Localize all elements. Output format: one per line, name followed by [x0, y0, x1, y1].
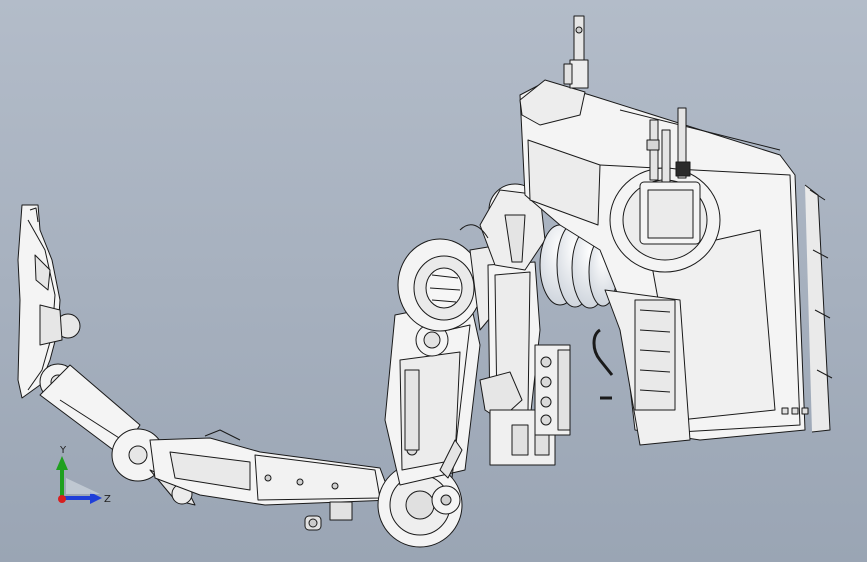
head-pod[interactable] [519, 15, 589, 126]
z-axis-head [90, 492, 102, 504]
z-axis-label: Z [104, 494, 111, 505]
lower-arm[interactable] [149, 429, 393, 531]
rotary-actuator[interactable] [609, 107, 721, 273]
elbow-wheel[interactable] [377, 462, 463, 548]
cable-block[interactable] [534, 344, 571, 436]
x-axis-dot [58, 495, 66, 503]
z-axis-arrow [62, 492, 102, 504]
orientation-triad: Y Z [56, 445, 111, 505]
y-axis-head [56, 456, 68, 470]
battery-box[interactable] [592, 289, 691, 446]
y-axis-label: Y [59, 445, 67, 456]
end-flipper[interactable] [17, 204, 81, 399]
triad-plane-shade [66, 478, 100, 494]
y-axis-arrow [56, 456, 68, 498]
turret-column[interactable] [479, 261, 556, 466]
upper-arm[interactable] [384, 299, 481, 486]
robot-assembly[interactable] [17, 15, 833, 548]
